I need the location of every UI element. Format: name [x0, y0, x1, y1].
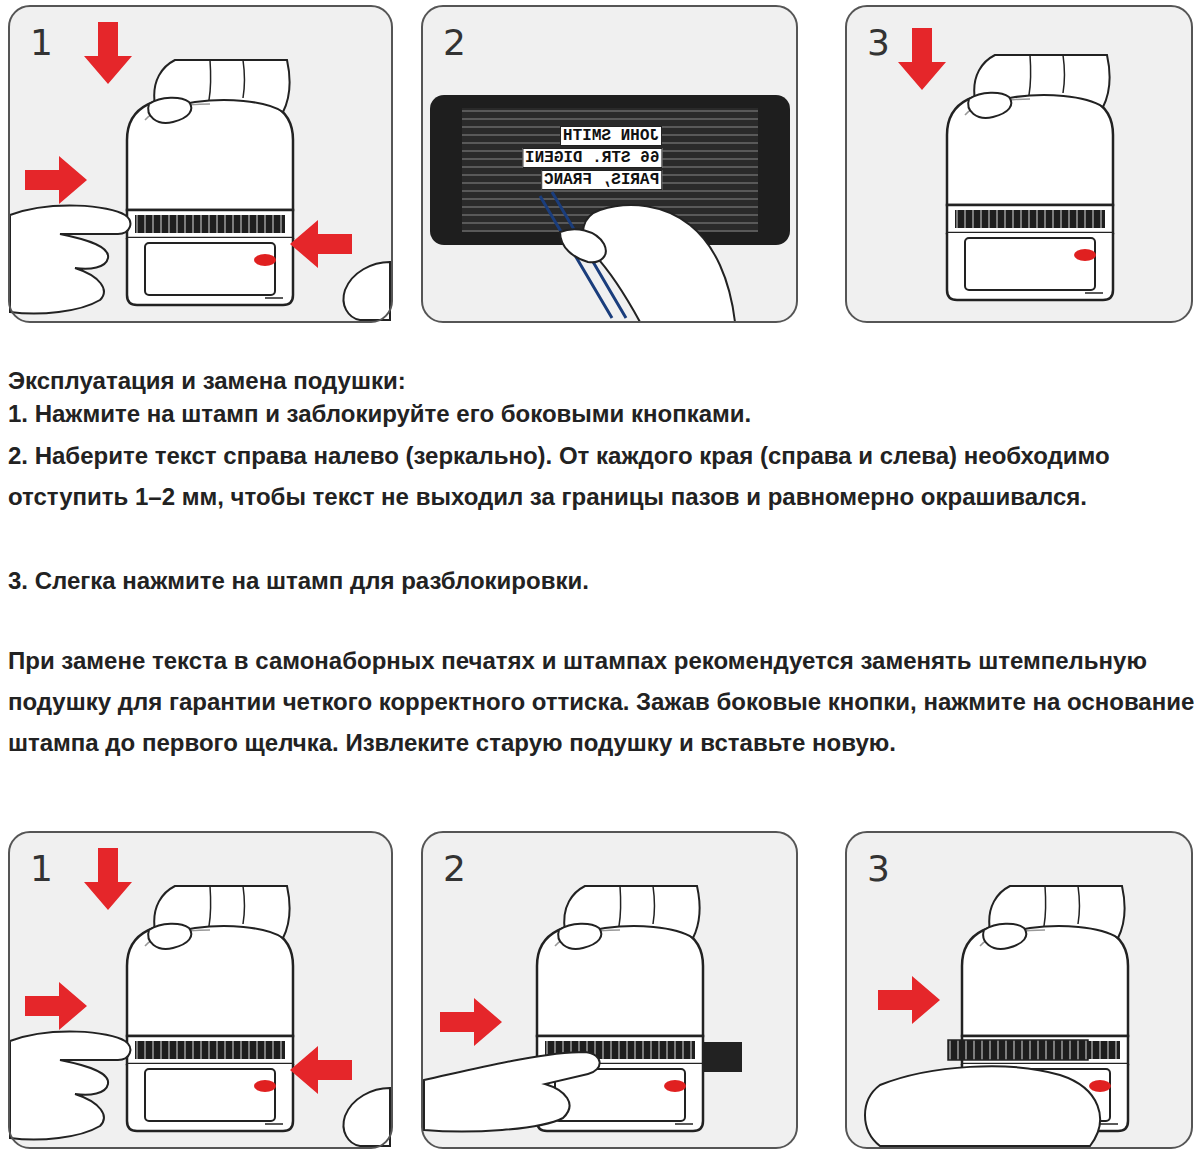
step-panel: 1 [8, 5, 393, 323]
step-number: 2 [443, 21, 466, 65]
step-panel: 2 [421, 831, 798, 1149]
plate-text: JOHN SMITH [560, 126, 662, 146]
step-number: 2 [443, 847, 466, 891]
plate-text: PARIS, FRANC [541, 170, 662, 190]
step-number: 3 [867, 847, 890, 891]
instruction-step: 1. Нажмите на штамп и заблокируйте его б… [8, 393, 1193, 434]
step-number: 1 [30, 847, 53, 891]
step-number: 3 [867, 21, 890, 65]
plate-text: 66 STR. DIGENI [522, 148, 662, 168]
step-panel: 3 [845, 5, 1193, 323]
note-paragraph: При замене текста в самонаборных печатях… [8, 640, 1196, 763]
step-number: 1 [30, 21, 53, 65]
instruction-step: 3. Слегка нажмите на штамп для разблокир… [8, 560, 1193, 601]
step-panel: 1 [8, 831, 393, 1149]
step-panel: 3 [845, 831, 1193, 1149]
instruction-step: 2. Наберите текст справа налево (зеркаль… [8, 435, 1193, 517]
section-heading: Эксплуатация и замена подушки: [8, 360, 1193, 401]
